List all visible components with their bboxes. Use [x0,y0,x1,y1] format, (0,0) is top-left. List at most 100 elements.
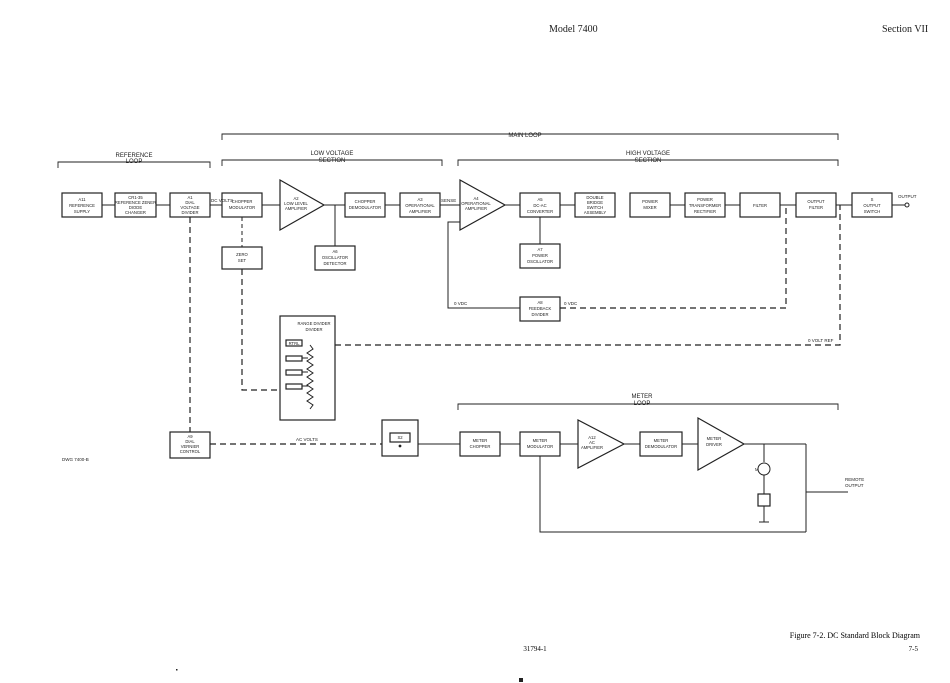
svg-text:A7: A7 [537,247,543,252]
footer-mark [519,678,523,682]
svg-text:CHOPPER: CHOPPER [355,199,376,204]
low-voltage-bracket: LOW VOLTAGE SECTION [221,151,443,166]
rtrl-tag [285,339,303,347]
box-range-divider: RANGE DIVIDER DIVIDER RTRL [279,315,336,421]
meter-loop-label-1: METER [632,394,654,400]
svg-text:A4: A4 [473,196,479,201]
feedback-label: 0 VOLT REF [808,338,834,343]
amp-hv-operational: A4 OPERATIONAL AMPLIFIER [459,178,507,232]
svg-text:A5: A5 [537,197,543,202]
box-feedback-divider [519,296,561,322]
main-loop-bracket: MAIN LOOP [221,133,839,140]
svg-text:DIODE: DIODE [129,205,142,210]
doc-number: 31794-1 [523,645,547,653]
svg-text:VOLTAGE: VOLTAGE [180,205,199,210]
meter-loop-label-2: LOOP [634,401,651,407]
svg-text:RTRL: RTRL [289,341,301,346]
svg-text:OSCILLATOR: OSCILLATOR [322,255,348,260]
meter-loop-bracket: METER LOOP [457,394,839,410]
svg-text:POWER: POWER [697,197,713,202]
svg-text:DIVIDER: DIVIDER [532,312,549,317]
svg-text:MODULATOR: MODULATOR [527,444,553,449]
box-output-filter: OUTPUT FILTER [795,192,837,218]
svg-text:DOUBLE: DOUBLE [586,195,603,200]
svg-text:A11: A11 [78,197,86,202]
svg-text:DIVIDER: DIVIDER [182,210,199,215]
svg-text:TRANSFORMER: TRANSFORMER [689,203,721,208]
high-voltage-label-2: SECTION [635,158,662,164]
sense-label: SENSE [441,198,456,203]
svg-text:ASSEMBLY: ASSEMBLY [584,210,606,215]
meter-icon [757,462,771,476]
svg-text:REFERENCE ZENER: REFERENCE ZENER [115,200,156,205]
reference-loop-label-1: REFERENCE [115,153,152,159]
svg-text:RECTIFIER: RECTIFIER [694,209,716,214]
svg-text:METER: METER [533,438,548,443]
header-section: Section VII [882,24,929,35]
svg-text:S: S [871,197,874,202]
low-voltage-label-1: LOW VOLTAGE [311,151,354,157]
svg-text:SWITCH: SWITCH [587,205,604,210]
footer-dot [176,669,178,671]
svg-text:METER: METER [707,436,722,441]
svg-text:AMPLIFIER: AMPLIFIER [465,206,487,211]
svg-text:FILTER: FILTER [809,205,823,210]
svg-text:CR1-35: CR1-35 [128,195,143,200]
box-zero-set: ZERO SET [221,246,263,270]
figure-caption: Figure 7-2. DC Standard Block Diagram [790,631,921,640]
ac-right-label: 0 VDC [564,301,578,306]
svg-text:A9: A9 [187,434,193,439]
svg-text:CONVERTER: CONVERTER [527,209,553,214]
svg-text:SWITCH: SWITCH [864,209,881,214]
svg-text:FILTER: FILTER [753,203,767,208]
svg-text:CHOPPER: CHOPPER [470,444,491,449]
svg-text:CHANGER: CHANGER [125,210,146,215]
svg-text:VERNIER: VERNIER [181,444,200,449]
dc-volts-label: DC VOLTS [211,198,233,203]
svg-text:DEMODULATOR: DEMODULATOR [349,205,381,210]
svg-text:CHOPPER: CHOPPER [232,199,253,204]
box-meter-demodulator: METER DEMODULATOR [639,431,683,457]
page-number: 7-5 [909,645,919,653]
box-chopper-modulator: CHOPPER MODULATOR [221,192,263,218]
svg-text:REFERENCE: REFERENCE [69,203,95,208]
low-voltage-label-2: SECTION [319,158,346,164]
reference-loop-label-2: LOOP [126,159,143,165]
meter-symbol: M [755,467,759,472]
svg-text:MIXER: MIXER [643,205,656,210]
svg-text:MODULATOR: MODULATOR [229,205,255,210]
svg-text:DRIVER: DRIVER [706,442,722,447]
ac-left-label: 0 VDC [454,301,468,306]
box-power-oscillator: A7 POWER OSCILLATOR [519,243,561,269]
hv-feedback-loop: A8 FEEDBACK DIVIDER 0 VDC 0 VDC [447,205,787,322]
svg-text:DIVIDER: DIVIDER [306,327,323,332]
svg-text:ZERO: ZERO [236,252,248,257]
svg-text:A6: A6 [332,249,338,254]
amp-meter-ac: A12 AC AMPLIFIER [577,419,626,469]
svg-text:DC-AC: DC-AC [533,203,546,208]
high-voltage-bracket: HIGH VOLTAGE SECTION [457,151,839,166]
box-double-bridge: DOUBLE BRIDGE SWITCH ASSEMBLY [574,192,616,218]
svg-text:RANGE DIVIDER: RANGE DIVIDER [297,321,330,326]
svg-text:OPERATIONAL: OPERATIONAL [405,203,435,208]
amp-meter-driver: METER DRIVER [697,416,746,472]
box-ref-supply: A11 REFERENCE SUPPLY [61,192,103,218]
box-power-transformer: POWER TRANSFORMER RECTIFIER [684,192,726,218]
output-label: OUTPUT [898,194,917,199]
svg-text:SUPPLY: SUPPLY [74,209,90,214]
output-terminal-icon [904,202,910,208]
box-chopper-demodulator: CHOPPER DEMODULATOR [344,192,386,218]
svg-text:DETECTOR: DETECTOR [324,261,347,266]
box-power-mixer: POWER MIXER [629,192,671,218]
reference-loop-bracket: REFERENCE LOOP [57,153,211,168]
box-output-switch: S OUTPUT SWITCH [851,192,893,218]
dc-volts-meter-label: AC VOLTS [296,437,318,442]
svg-text:OSCILLATOR: OSCILLATOR [527,259,553,264]
svg-text:AMPLIFIER: AMPLIFIER [285,206,307,211]
svg-text:BRIDGE: BRIDGE [587,200,603,205]
svg-text:A3: A3 [417,197,423,202]
svg-text:DIAL: DIAL [185,200,195,205]
svg-text:A8: A8 [537,300,543,305]
svg-text:AMPLIFIER: AMPLIFIER [581,445,603,450]
svg-text:FEEDBACK: FEEDBACK [529,306,552,311]
